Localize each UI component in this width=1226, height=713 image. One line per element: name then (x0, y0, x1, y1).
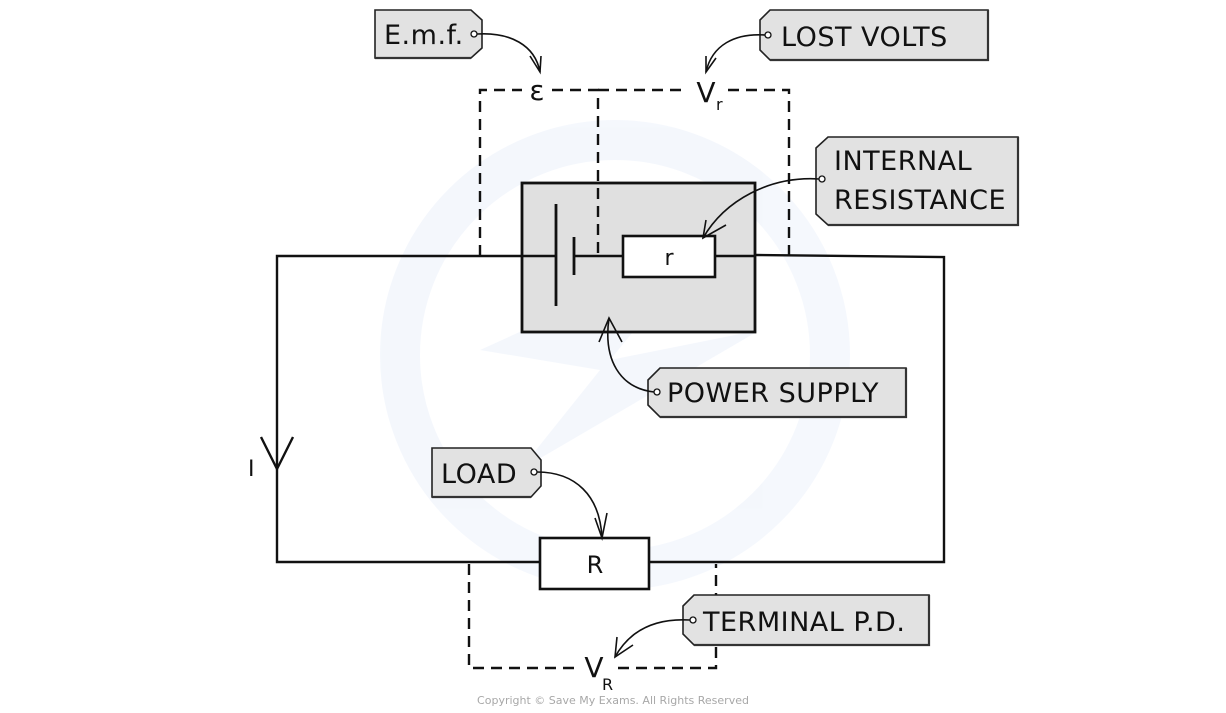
internal-resistance-arrowhead-icon (701, 219, 727, 240)
load-resistor-label: R (587, 551, 604, 579)
power-supply-arrowhead-icon (598, 316, 623, 343)
terminal-pd-symbol: V (584, 651, 603, 684)
emf-arrowhead-icon (529, 55, 542, 75)
load-resistor (538, 536, 651, 591)
emf-pointer-arrow (476, 33, 541, 73)
tag-internal-resistance-line2: RESISTANCE (834, 185, 1006, 216)
tag-power-supply-label: POWER SUPPLY (667, 378, 879, 409)
tag-emf: E.m.f. (374, 9, 483, 60)
power-supply-pointer-arrow (607, 317, 655, 393)
emf-symbol: ε (529, 74, 544, 107)
tag-internal-resistance: INTERNAL RESISTANCE (815, 136, 1020, 227)
tag-emf-label: E.m.f. (384, 20, 464, 51)
tag-internal-resistance-line1: INTERNAL (834, 146, 972, 177)
tag-terminal-pd: TERMINAL P.D. (682, 594, 931, 647)
terminal-pd-arrowhead-icon (614, 636, 634, 659)
tag-load: LOAD (431, 447, 542, 499)
load-pointer-arrow (536, 471, 603, 539)
lost-volts-arrowhead-icon (705, 56, 717, 75)
lost-volts-symbol: V (696, 76, 715, 109)
copyright-notice: Copyright © Save My Exams. All Rights Re… (477, 694, 749, 707)
load-arrowhead-icon (594, 512, 608, 542)
internal-resistance-pointer-arrow (702, 177, 820, 239)
tag-terminal-pd-label: TERMINAL P.D. (702, 607, 905, 638)
lost-volts-pointer-arrow (705, 34, 766, 73)
current-arrow-icon (259, 436, 295, 472)
main-circuit-wire (275, 253, 946, 564)
lost-volts-subscript: r (716, 95, 723, 114)
lost-volts-measurement-line (598, 88, 791, 256)
terminal-pd-pointer-arrow (614, 619, 691, 658)
tag-power-supply: POWER SUPPLY (647, 367, 908, 419)
tag-load-label: LOAD (441, 459, 517, 490)
internal-resistor (621, 234, 717, 279)
current-label: I (248, 457, 255, 482)
terminal-pd-subscript: R (602, 675, 613, 694)
tag-lost-volts-label: LOST VOLTS (781, 22, 948, 53)
internal-resistor-label: r (664, 246, 674, 271)
tag-lost-volts: LOST VOLTS (759, 9, 990, 62)
